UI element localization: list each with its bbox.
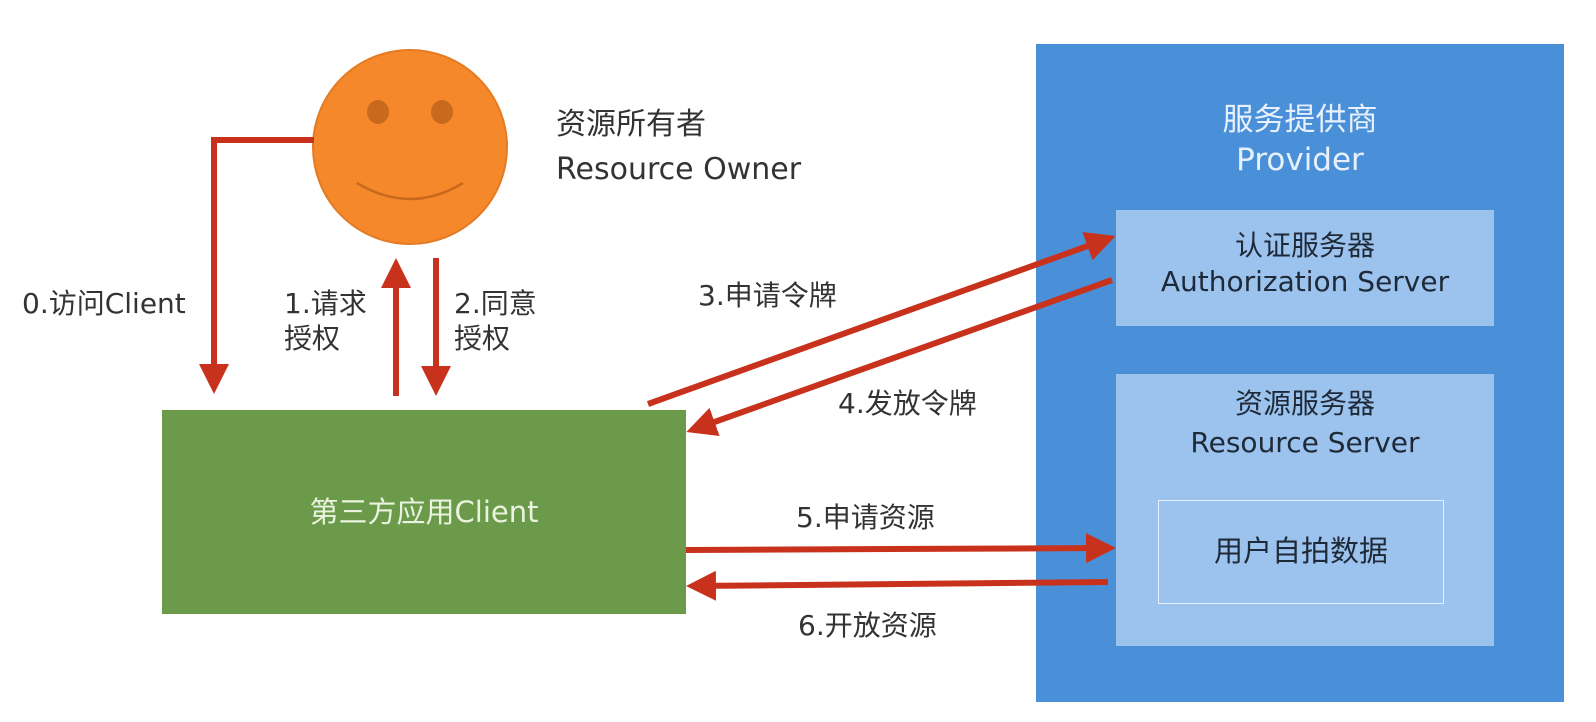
- provider-title-cn: 服务提供商: [1222, 102, 1378, 138]
- step-3-label: 3.申请令牌: [698, 279, 837, 312]
- step-4-label: 4.发放令牌: [838, 387, 977, 420]
- provider-title: 服务提供商 Provider: [1036, 100, 1564, 181]
- auth-server-title-en: Authorization Server: [1160, 265, 1450, 299]
- step-1-line1: 1.请求: [284, 287, 367, 320]
- provider-title-en: Provider: [1236, 142, 1364, 179]
- step-1-line2: 授权: [284, 322, 341, 355]
- step-0-label: 0.访问Client: [22, 287, 186, 320]
- arrow-step-5: [685, 533, 1116, 564]
- step-6-label: 6.开放资源: [798, 609, 937, 642]
- step-2-label: 2.同意 授权: [454, 286, 537, 356]
- resource-owner-title-en: Resource Owner: [556, 152, 802, 187]
- user-selfie-data-label: 用户自拍数据: [1213, 534, 1388, 568]
- arrow-step-6: [686, 570, 1109, 601]
- user-selfie-data-box: 用户自拍数据: [1158, 500, 1444, 604]
- resource-owner-title-cn: 资源所有者: [556, 107, 706, 142]
- step-5-label: 5.申请资源: [796, 501, 935, 534]
- step-2-line1: 2.同意: [454, 287, 537, 320]
- authorization-server-box: 认证服务器 Authorization Server: [1116, 210, 1494, 326]
- resource-owner-label: 资源所有者 Resource Owner: [556, 102, 801, 192]
- arrow-step-0: [199, 137, 314, 394]
- arrow-step-3: [646, 231, 1116, 407]
- resource-server-title-en: Resource Server: [1190, 426, 1420, 460]
- auth-server-title-cn: 认证服务器: [1234, 229, 1375, 262]
- arrow-step-4: [686, 277, 1114, 437]
- resource-server-box: 资源服务器 Resource Server: [1116, 374, 1494, 646]
- resource-server-title-cn: 资源服务器: [1234, 387, 1375, 420]
- client-label: 第三方应用Client: [309, 495, 539, 529]
- client-box: 第三方应用Client: [162, 410, 686, 614]
- step-1-label: 1.请求 授权: [284, 286, 367, 356]
- smiley-face-icon: [312, 49, 508, 245]
- step-2-line2: 授权: [454, 322, 511, 355]
